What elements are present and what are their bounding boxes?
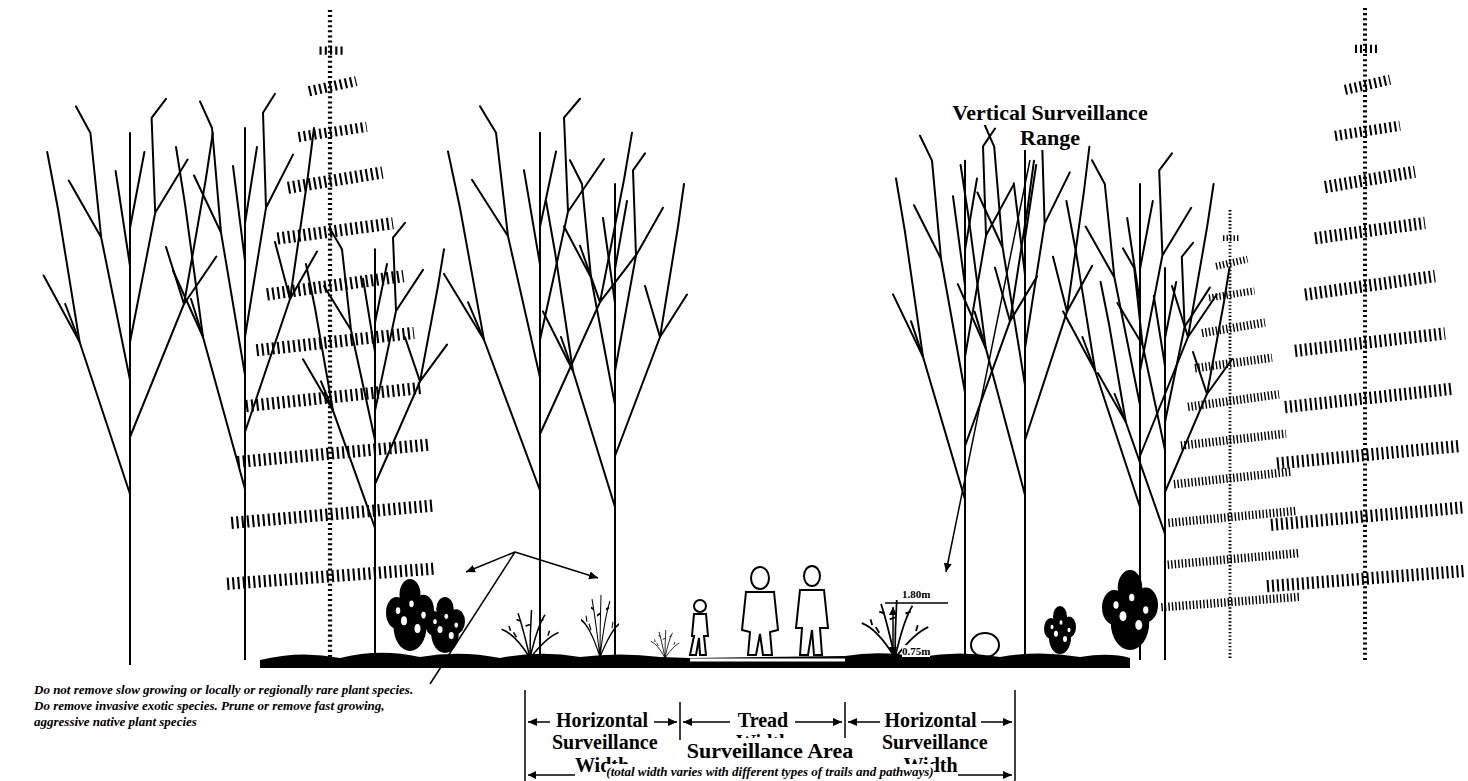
vegetation-note: Do not remove slow growing or locally or…	[34, 682, 424, 730]
dimension-label: 0.75m	[902, 645, 946, 657]
area-note: (total width varies with different types…	[545, 765, 995, 779]
area-note-text: (total width varies with different types…	[606, 764, 933, 779]
dimension-label-text: 1.80m	[902, 588, 930, 600]
dimension-label-text: 0.75m	[902, 645, 930, 657]
vegetation-note-text: Do not remove slow growing or locally or…	[34, 682, 413, 729]
range-title-text: Vertical Surveillance Range	[952, 100, 1147, 150]
area-label: Surveillance Area	[660, 739, 880, 763]
range-title: Vertical Surveillance Range	[930, 100, 1170, 151]
dimension-label: 1.80m	[902, 588, 946, 600]
area-label-text: Surveillance Area	[687, 738, 853, 763]
